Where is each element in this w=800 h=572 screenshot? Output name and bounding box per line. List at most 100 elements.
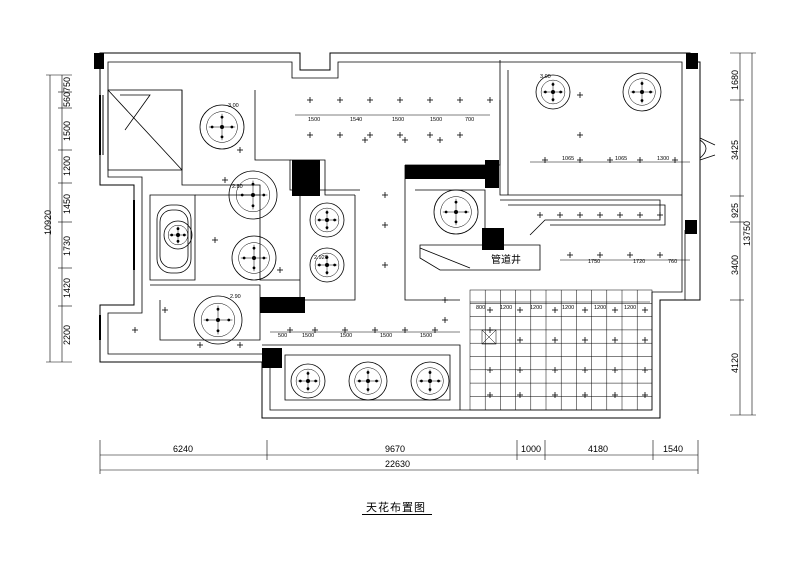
fixture-bulb <box>298 379 302 383</box>
downlight-marker <box>132 327 138 333</box>
downlight-marker <box>577 212 583 218</box>
downlight-marker <box>612 307 618 313</box>
downlight-marker <box>197 342 203 348</box>
fixture-bulb <box>251 204 255 208</box>
dim-row-bottom-2: 1500 <box>302 333 314 339</box>
fixture-bulb <box>543 90 547 94</box>
fixture-ring <box>309 247 345 283</box>
dim-row-top-4: 1500 <box>430 117 442 123</box>
dim-grid-6: 1200 <box>624 305 636 311</box>
fixture-bulb <box>210 125 214 129</box>
dim-row-right-3: 1300 <box>657 156 669 162</box>
bottom-dimension-labels: 6240 9670 1000 4180 1540 22630 <box>173 444 683 469</box>
fixture-bulb <box>649 90 652 94</box>
light-label-3: 2.920 <box>314 255 328 261</box>
dim-left-8: 2200 <box>62 325 72 345</box>
right-dimension-labels: 1680 3425 925 3400 4120 13750 <box>730 70 752 373</box>
downlight-marker <box>442 317 448 323</box>
downlight-marker <box>577 92 583 98</box>
dim-row-right-2: 1065 <box>615 156 627 162</box>
downlight-marker <box>442 297 448 303</box>
fixture-ring <box>228 170 278 220</box>
downlight-marker <box>487 327 493 333</box>
dim-left-5: 1450 <box>62 194 72 214</box>
fixture-bulb <box>632 90 635 94</box>
fixture-inner-ring <box>354 367 382 395</box>
downlight-marker <box>367 132 373 138</box>
fixture-bulb <box>325 271 329 275</box>
downlight-marker <box>582 337 588 343</box>
dim-left-total: 10920 <box>43 210 53 235</box>
fixture-bulb <box>559 90 563 94</box>
downlight-marker <box>382 222 388 228</box>
fixture-center <box>454 210 458 214</box>
fixture-bulb <box>216 329 220 333</box>
dim-bottom-4: 4180 <box>588 444 608 454</box>
downlight-marker <box>487 97 493 103</box>
dim-row-lower-right-2: 1720 <box>633 259 645 265</box>
downlight-marker <box>657 252 663 258</box>
downlight-marker <box>577 132 583 138</box>
fixture-inner-ring <box>628 78 656 106</box>
downlight-marker <box>567 252 573 258</box>
ceiling-light-fixture <box>433 189 479 235</box>
dim-right-2: 3425 <box>730 140 740 160</box>
dim-bottom-2: 9670 <box>385 444 405 454</box>
dim-right-5: 4120 <box>730 353 740 373</box>
dim-row-bottom-1: 500 <box>278 333 287 339</box>
fixture-inner-ring <box>235 177 271 213</box>
fixture-bulb <box>317 218 321 222</box>
fixture-bulb <box>252 266 256 270</box>
downlight-markers <box>132 92 678 398</box>
fixture-center <box>216 318 220 322</box>
fixture-center <box>176 233 180 237</box>
dim-right-1: 1680 <box>730 70 740 90</box>
dim-row-lower-right-1: 1750 <box>588 259 600 265</box>
downlight-marker <box>557 212 563 218</box>
fixture-bulb <box>640 99 644 102</box>
downlight-marker <box>307 97 313 103</box>
dim-row-top-1: 1500 <box>308 117 320 123</box>
fixture-ring <box>231 235 277 281</box>
downlight-marker <box>642 337 648 343</box>
downlight-marker <box>617 212 623 218</box>
downlight-marker <box>487 392 493 398</box>
downlight-marker <box>517 367 523 373</box>
ceiling-light-fixture <box>622 72 662 112</box>
downlight-marker <box>237 342 243 348</box>
fixture-bulb <box>176 239 180 243</box>
fixture-center <box>220 125 224 129</box>
fixture-center <box>366 379 370 383</box>
dim-left-3: 1500 <box>62 121 72 141</box>
fixture-bulb <box>317 263 321 267</box>
ceiling-light-fixture <box>535 74 571 110</box>
fixture-bulb <box>230 125 234 129</box>
dim-right-3: 925 <box>730 203 740 218</box>
fixture-ring <box>290 363 326 399</box>
right-dimension-chain <box>730 52 756 416</box>
ceiling-light-fixture <box>231 235 277 281</box>
downlight-marker <box>337 132 343 138</box>
fixture-bulb <box>437 379 440 383</box>
fixture-bulb <box>262 256 266 260</box>
dim-row-top-5: 700 <box>465 117 474 123</box>
fixture-bulb <box>262 193 266 197</box>
dim-right-4: 3400 <box>730 255 740 275</box>
fixture-bulb <box>358 379 361 383</box>
fixture-inner-ring <box>167 224 189 246</box>
ceiling-light-fixture <box>410 361 450 401</box>
dim-left-2: 560 <box>62 92 72 107</box>
dim-row-bottom-4: 1500 <box>380 333 392 339</box>
downlight-marker <box>222 177 228 183</box>
ceiling-light-fixture <box>290 363 326 399</box>
downlight-marker <box>582 367 588 373</box>
downlight-marker <box>427 132 433 138</box>
fixture-bulb <box>454 220 458 224</box>
fixture-bulb <box>333 263 337 267</box>
light-label-4: 3.00 <box>540 74 551 80</box>
light-label-5: 2.90 <box>230 294 241 300</box>
fixture-bulb <box>375 379 378 383</box>
fixture-inner-ring <box>200 302 236 338</box>
fixture-bulb <box>464 210 468 214</box>
